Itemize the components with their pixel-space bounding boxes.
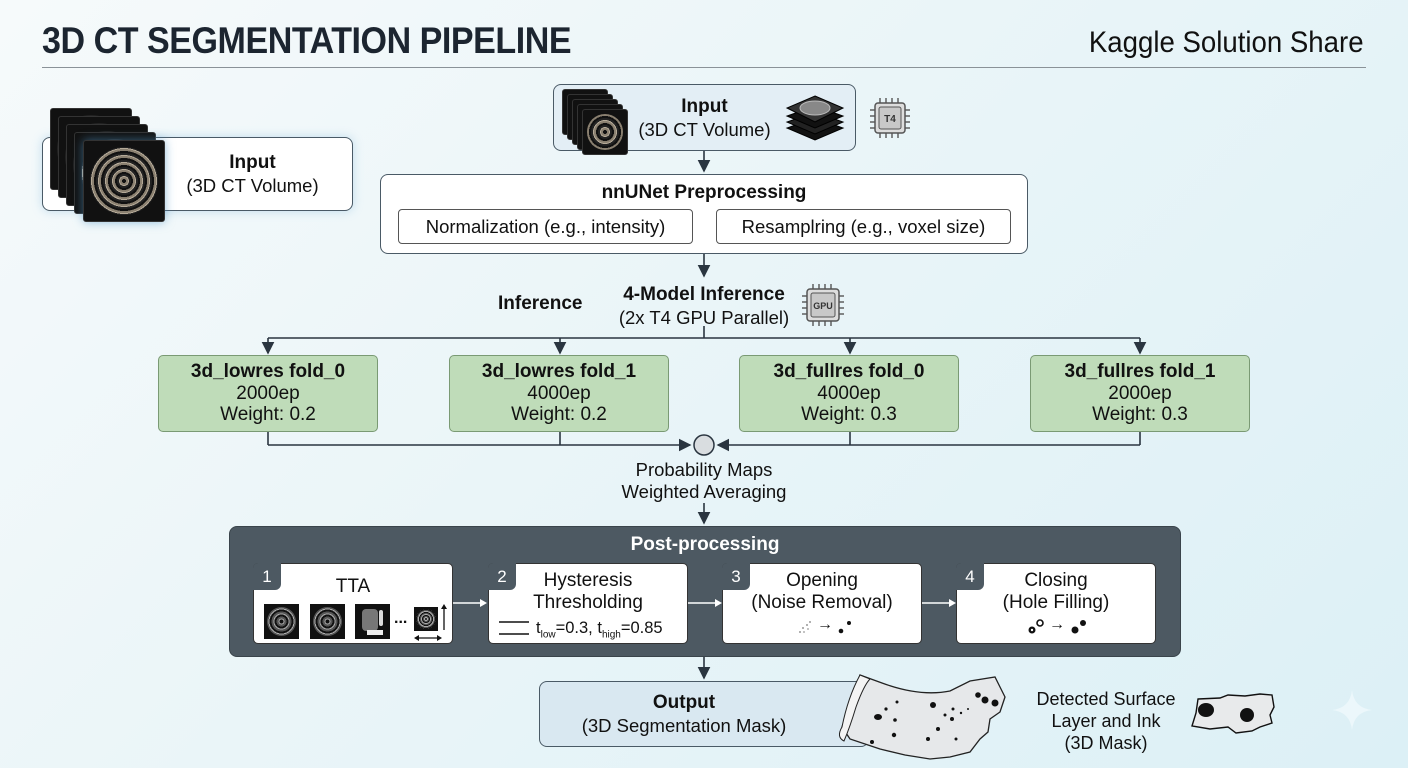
header-divider xyxy=(42,67,1366,68)
surface-scroll-mask-icon xyxy=(838,674,1006,760)
model-name: 3d_lowres fold_1 xyxy=(481,361,637,383)
model-weight: Weight: 0.3 xyxy=(1092,404,1188,426)
step-closing: 4 Closing (Hole Filling) → xyxy=(956,563,1156,644)
t-low-sub: low xyxy=(540,629,556,641)
holed-dots-icon xyxy=(1028,619,1044,634)
gpu-chip-label: GPU xyxy=(813,301,833,311)
output-box: Output (3D Segmentation Mask) xyxy=(539,681,869,747)
model-weight: Weight: 0.2 xyxy=(511,404,607,426)
filled-dots-icon xyxy=(1071,620,1086,634)
step-number: 2 xyxy=(488,563,516,590)
step-number: 4 xyxy=(956,563,984,590)
inference-header: 4-Model Inference (2x T4 GPU Parallel) xyxy=(604,283,804,329)
model-name: 3d_lowres fold_0 xyxy=(190,361,346,383)
layered-volume-icon xyxy=(785,95,845,141)
model-card-lowres-fold0: 3d_lowres fold_0 2000ep Weight: 0.2 xyxy=(158,355,378,432)
output-caption: Detected Surface Layer and Ink (3D Mask) xyxy=(1022,688,1190,754)
model-weight: Weight: 0.3 xyxy=(801,404,897,426)
postprocessing-panel: Post-processing 1 TTA ... 2 Hysteresis T… xyxy=(229,526,1181,657)
t-low-value: =0.3, xyxy=(555,619,598,637)
input-left-title: Input xyxy=(229,152,276,173)
step-title-line2: (Hole Filling) xyxy=(1002,592,1110,613)
threshold-lines-icon xyxy=(499,621,529,635)
caption-line2: Layer and Ink xyxy=(1051,711,1161,731)
model-epochs: 4000ep xyxy=(817,382,881,404)
step-title-line1: Opening xyxy=(786,570,858,591)
clean-dots-icon xyxy=(838,621,851,634)
model-card-lowres-fold1: 3d_lowres fold_1 4000ep Weight: 0.2 xyxy=(449,355,669,432)
ensemble-line1: Probability Maps xyxy=(635,459,773,480)
step-tta: 1 TTA ... xyxy=(253,563,453,644)
step-title-line1: Closing xyxy=(1024,570,1088,591)
model-epochs: 2000ep xyxy=(236,382,300,404)
closing-arrow: → xyxy=(1049,616,1065,633)
input-top-title: Input xyxy=(681,95,728,117)
cpu-chip-icon: T4 xyxy=(870,98,910,138)
caption-line3: (3D Mask) xyxy=(1064,733,1148,753)
inference-title: 4-Model Inference xyxy=(623,284,785,305)
step-opening: 3 Opening (Noise Removal) → xyxy=(722,563,922,644)
flip-arrows-icon xyxy=(414,604,447,641)
inference-side-label: Inference xyxy=(498,293,583,314)
step-hysteresis: 2 Hysteresis Thresholding tlow=0.3, thig… xyxy=(488,563,688,644)
preprocessing-title: nnUNet Preprocessing xyxy=(601,182,807,203)
threshold-values: tlow=0.3, thigh=0.85 xyxy=(536,619,663,641)
preprocessing-box: nnUNet Preprocessing Normalization (e.g.… xyxy=(380,174,1028,254)
model-card-fullres-fold0: 3d_fullres fold_0 4000ep Weight: 0.3 xyxy=(739,355,959,432)
arrow-step3-to-step4 xyxy=(922,599,956,607)
ensemble-label: Probability Maps Weighted Averaging xyxy=(594,459,814,503)
gpu-chip-icon: GPU xyxy=(802,284,844,326)
tta-thumb-rotated-icon xyxy=(355,604,390,639)
tta-thumb-scaled-icon xyxy=(414,607,438,631)
resampling-step: Resamplring (e.g., voxel size) xyxy=(716,209,1011,244)
step-title-line1: Hysteresis xyxy=(543,570,633,591)
input-left-subtitle: (3D CT Volume) xyxy=(186,175,319,196)
noise-dots-icon xyxy=(799,621,811,633)
step-title: TTA xyxy=(335,576,371,597)
input-top-subtitle: (3D CT Volume) xyxy=(638,118,771,140)
mask-fragment-icon xyxy=(1191,693,1275,734)
tta-ellipsis: ... xyxy=(394,610,408,627)
step-title-line2: Thresholding xyxy=(533,592,643,613)
t4-chip-label: T4 xyxy=(884,114,896,125)
step-title-block: Opening (Noise Removal) xyxy=(723,570,921,614)
tta-thumb-original-icon xyxy=(264,604,299,639)
output-subtitle: (3D Segmentation Mask) xyxy=(581,715,787,736)
tta-thumb-flipped-icon xyxy=(310,604,345,639)
model-name: 3d_fullres fold_0 xyxy=(773,361,925,383)
ensemble-node xyxy=(693,434,715,456)
step-title-block: Closing (Hole Filling) xyxy=(957,570,1155,614)
step-title-line2: (Noise Removal) xyxy=(751,592,893,613)
page-title: 3D CT SEGMENTATION PIPELINE xyxy=(42,20,572,61)
model-card-fullres-fold1: 3d_fullres fold_1 2000ep Weight: 0.3 xyxy=(1030,355,1250,432)
t-high-sub: high xyxy=(601,629,621,641)
ensemble-line2: Weighted Averaging xyxy=(621,481,787,502)
t-high-value: =0.85 xyxy=(620,619,663,637)
opening-arrow: → xyxy=(817,616,833,633)
normalization-step: Normalization (e.g., intensity) xyxy=(398,209,693,244)
step-number: 1 xyxy=(253,563,281,590)
step-number: 3 xyxy=(722,563,750,590)
model-name: 3d_fullres fold_1 xyxy=(1064,361,1216,383)
sparkle-icon xyxy=(1332,690,1372,730)
inference-subtitle: (2x T4 GPU Parallel) xyxy=(618,307,790,328)
step-title-block: Hysteresis Thresholding xyxy=(489,570,687,614)
model-epochs: 2000ep xyxy=(1108,382,1172,404)
page-subtitle: Kaggle Solution Share xyxy=(1089,26,1364,59)
arrow-step2-to-step3 xyxy=(688,599,722,607)
caption-line1: Detected Surface xyxy=(1036,689,1176,709)
arrow-step1-to-step2 xyxy=(453,599,487,607)
model-epochs: 4000ep xyxy=(527,382,591,404)
postprocessing-title: Post-processing xyxy=(630,534,780,555)
output-title: Output xyxy=(652,692,716,713)
model-weight: Weight: 0.2 xyxy=(220,404,316,426)
